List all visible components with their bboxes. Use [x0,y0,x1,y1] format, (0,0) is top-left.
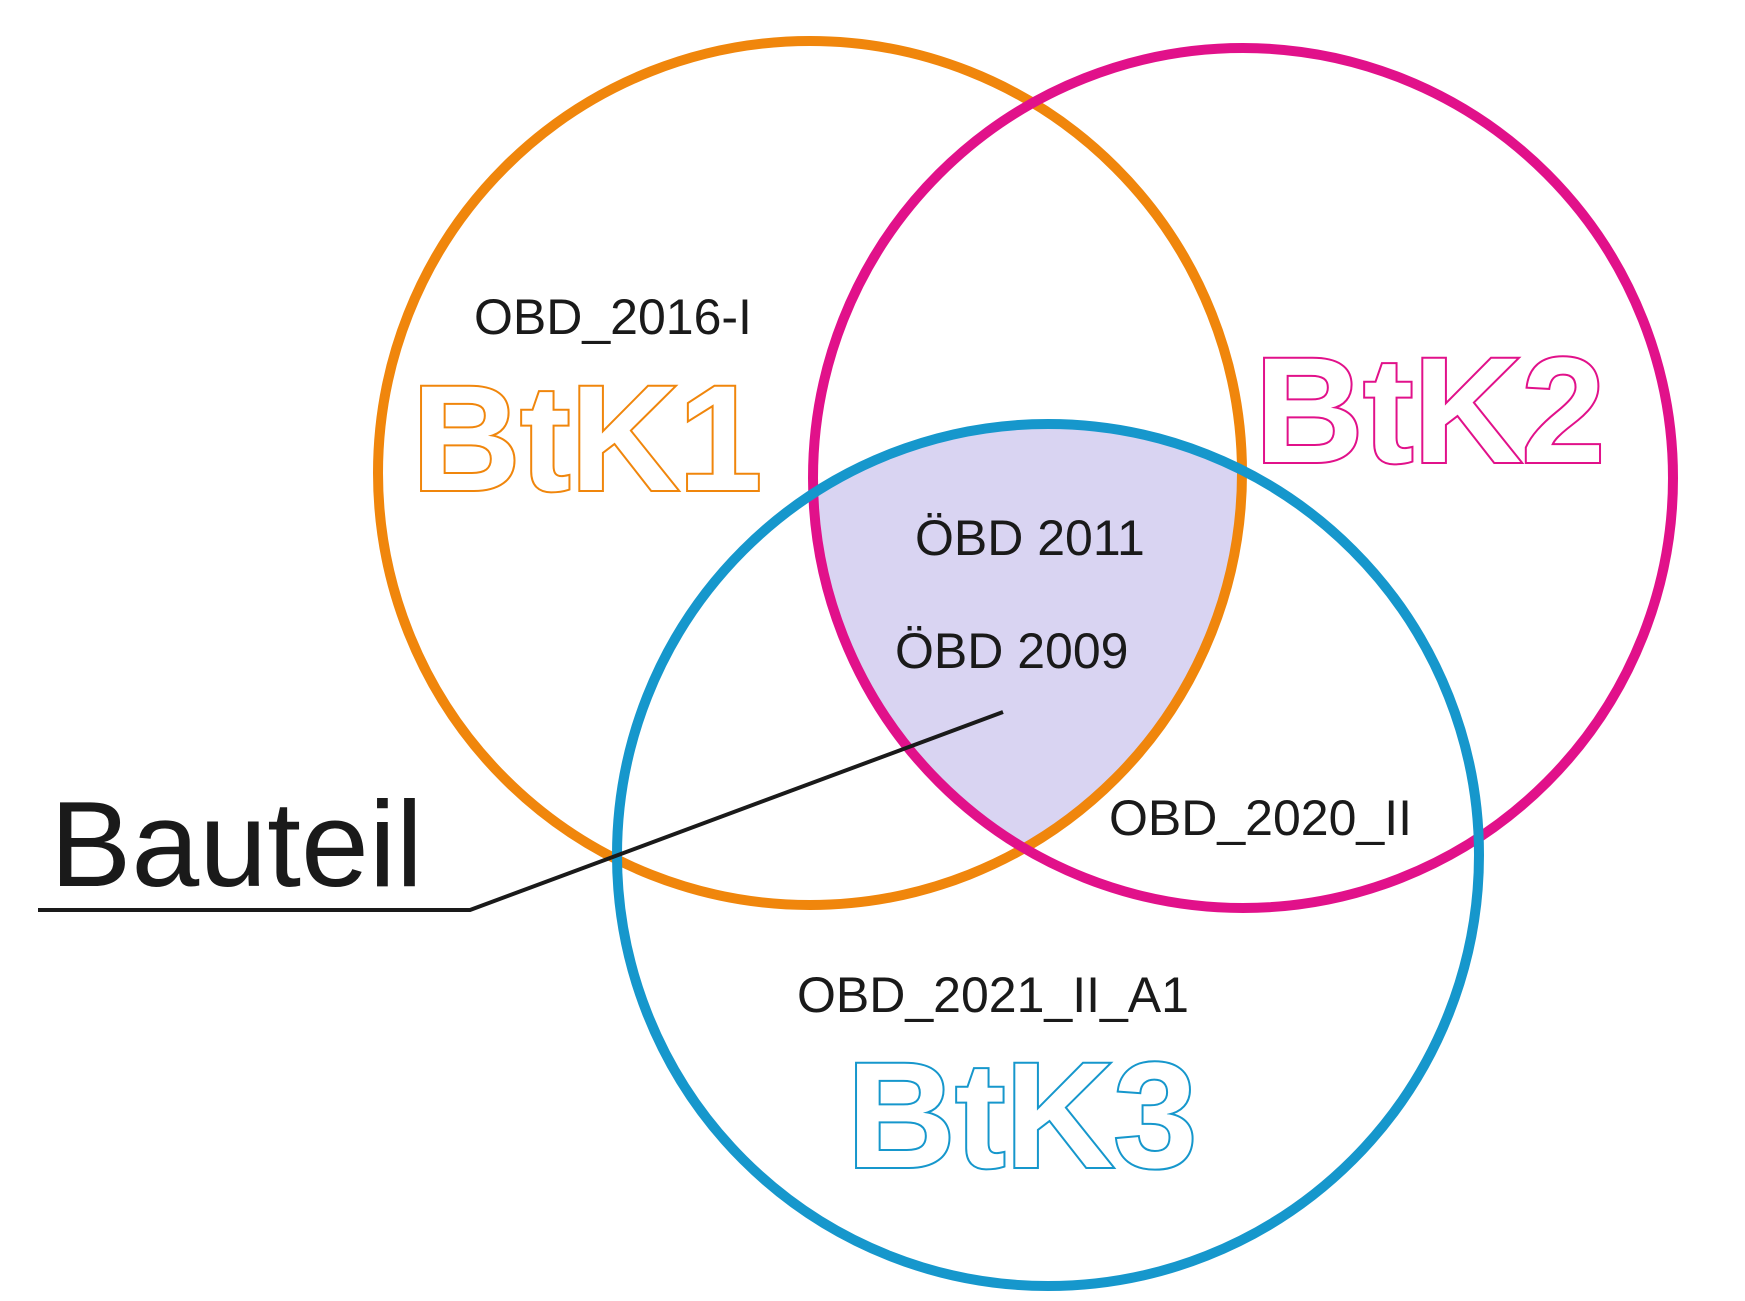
bauteil-label: Bauteil [50,776,423,912]
btk2-circle [808,43,1678,913]
btk2-label: BtK2 [1255,326,1605,494]
btk1-label: BtK1 [412,354,762,522]
intersection-label-2009: ÖBD 2009 [895,623,1128,679]
btk1-standard-label: OBD_2016-I [474,289,752,345]
btk3-label: BtK3 [847,1031,1197,1199]
btk2-btk3-standard-label: OBD_2020_II [1109,790,1412,846]
bauteil-callout-line [38,710,1004,912]
intersection-label-2011: ÖBD 2011 [915,510,1145,566]
btk3-standard-label: OBD_2021_II_A1 [797,967,1189,1023]
